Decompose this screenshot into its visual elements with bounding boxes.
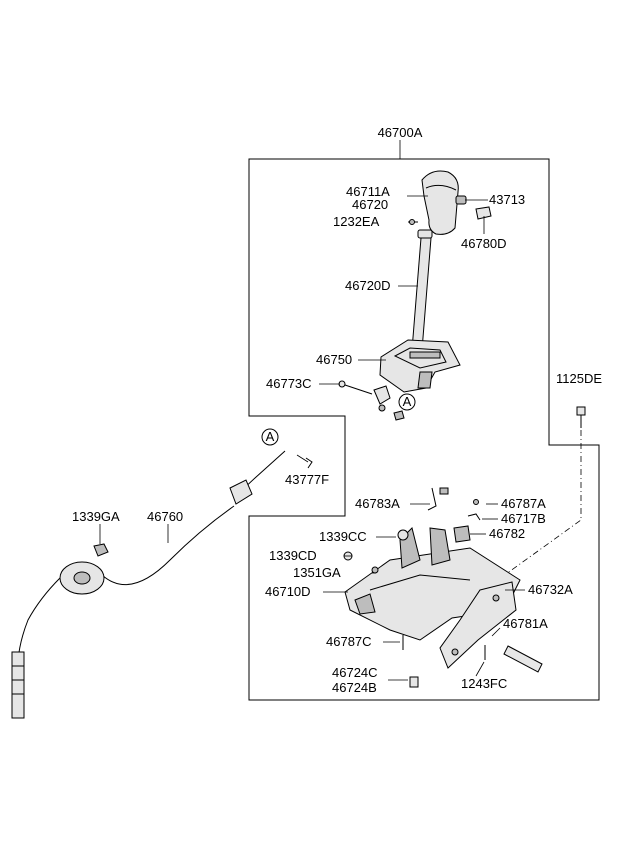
bolt-centerline (469, 430, 582, 601)
clip-43777F (305, 457, 313, 469)
solenoid-46782 (453, 525, 471, 543)
label-46787A: 46787A (501, 496, 546, 511)
label-46720D: 46720D (345, 278, 391, 293)
label-46724B: 46724B (332, 680, 377, 695)
label-46711A: 46711A (346, 184, 390, 199)
callout-a-upper: A (398, 393, 416, 411)
bolt-1125DE (576, 406, 586, 428)
side-plate (439, 581, 517, 669)
screw-1232EA (408, 219, 418, 225)
callout-a-upper-text: A (403, 394, 412, 409)
label-46732A: 46732A (528, 582, 573, 597)
label-1243FC: 1243FC (461, 676, 507, 691)
label-46773C: 46773C (266, 376, 312, 391)
small-hardware (343, 487, 486, 688)
label-46717B: 46717B (501, 511, 546, 526)
label-46760: 46760 (147, 509, 183, 524)
assembly-boundary (248, 158, 600, 701)
knob-button-part (475, 206, 492, 220)
label-46782: 46782 (489, 526, 525, 541)
indicator-base (379, 339, 461, 393)
shift-lever-rod (411, 229, 433, 351)
label-46700A: 46700A (378, 125, 423, 140)
detent-parts (373, 385, 405, 421)
label-1125DE: 1125DE (556, 371, 602, 386)
label-1339CC: 1339CC (319, 529, 367, 544)
label-46781A: 46781A (503, 616, 548, 631)
label-46710D: 46710D (265, 584, 311, 599)
label-1339GA: 1339GA (72, 509, 120, 524)
pin-46773C (338, 380, 373, 395)
nut-1339GA (93, 543, 109, 557)
callout-a-cable-text: A (266, 429, 275, 444)
label-46787C: 46787C (326, 634, 372, 649)
label-46724C: 46724C (332, 665, 378, 680)
label-46750: 46750 (316, 352, 352, 367)
shift-knob (421, 170, 467, 235)
label-46720: 46720 (352, 197, 388, 212)
shifter-bracket (344, 527, 521, 641)
label-46780D: 46780D (461, 236, 507, 251)
callout-a-cable: A (261, 428, 279, 446)
label-46783A: 46783A (355, 496, 400, 511)
label-43713: 43713 (489, 192, 525, 207)
label-1339CD: 1339CD (269, 548, 317, 563)
leader-lines (99, 195, 525, 681)
shift-cable (11, 450, 286, 719)
label-43777F: 43777F (285, 472, 329, 487)
label-1232EA: 1232EA (333, 214, 380, 229)
pin-46781A (503, 645, 543, 673)
label-1351GA: 1351GA (293, 565, 341, 580)
